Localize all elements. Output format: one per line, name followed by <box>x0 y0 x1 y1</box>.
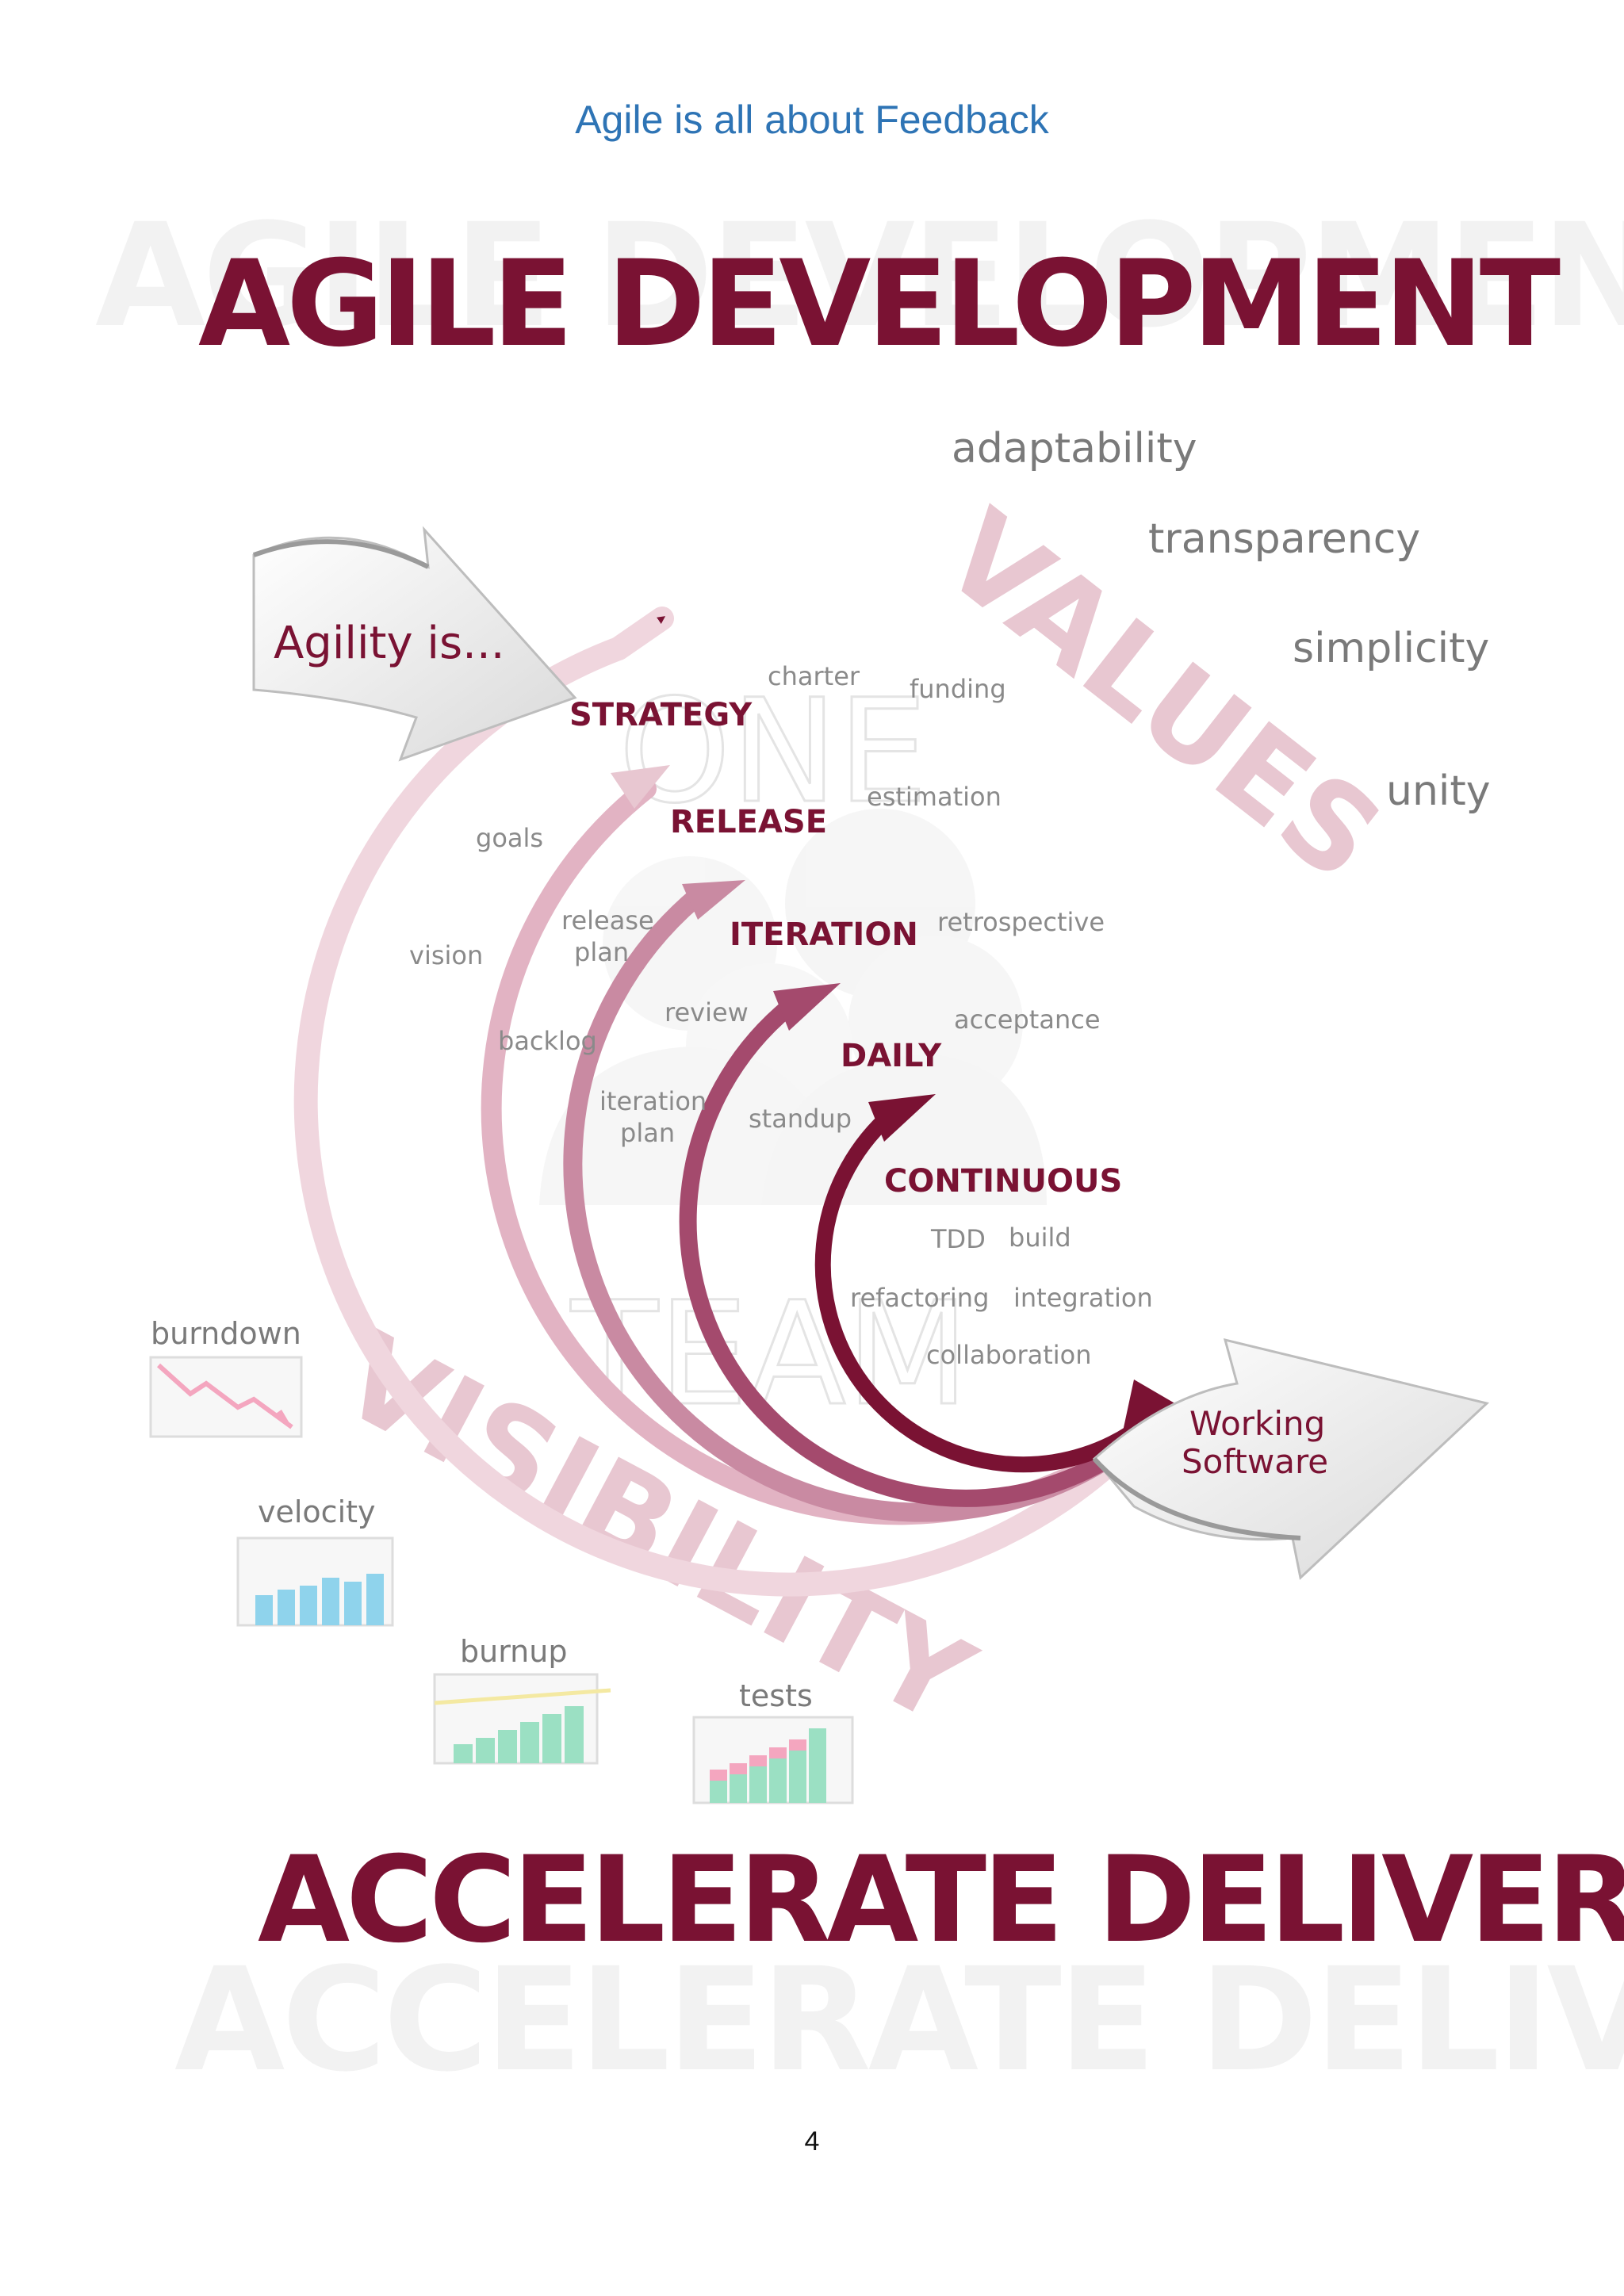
activity-release-plan-1: release <box>561 905 654 936</box>
metric-burnup: burnup <box>433 1634 611 1765</box>
title-ghost: AGILE DEVELOPMENT <box>95 193 1624 359</box>
activity-estimation: estimation <box>867 782 1002 812</box>
agility-arrow: Agility is... <box>252 526 577 762</box>
level-strategy: STRATEGY <box>569 697 753 733</box>
value-adaptability: adaptability <box>952 425 1197 473</box>
activity-iteration-plan-2: plan <box>620 1118 675 1148</box>
activity-integration: integration <box>1013 1283 1153 1313</box>
working-arrow-line-2: Software <box>1182 1442 1328 1481</box>
activity-collaboration: collaboration <box>926 1340 1092 1370</box>
footer-ghost: ACCELERATE DELIVERY <box>174 1938 1624 2103</box>
working-software-arrow: Working Software <box>1092 1337 1490 1580</box>
page-number: 4 <box>804 2126 820 2156</box>
working-arrow-line-1: Working <box>1189 1404 1325 1443</box>
activity-build: build <box>1009 1223 1071 1253</box>
metric-tests: tests <box>692 1678 854 1804</box>
metric-burnup-label: burnup <box>460 1634 567 1669</box>
burnup-bars <box>454 1706 584 1763</box>
arrowhead-strategy <box>611 765 670 809</box>
activity-goals: goals <box>476 823 543 853</box>
velocity-bars <box>255 1574 384 1625</box>
activity-funding: funding <box>910 674 1006 704</box>
activity-tdd: TDD <box>930 1224 986 1254</box>
value-transparency: transparency <box>1148 515 1420 563</box>
activity-review: review <box>665 997 749 1027</box>
arrowhead-iteration <box>773 983 841 1031</box>
activity-backlog: backlog <box>498 1026 597 1056</box>
page-heading: Agile is all about Feedback <box>575 98 1049 142</box>
activity-iteration-plan-1: iteration <box>599 1086 707 1116</box>
loop-strategy <box>293 637 1166 1597</box>
diagram-footer: ACCELERATE DELIVERY <box>258 1831 1624 1969</box>
level-iteration: ITERATION <box>730 916 918 953</box>
team-silhouette <box>539 809 1047 1205</box>
level-continuous: CONTINUOUS <box>884 1163 1122 1200</box>
arrowhead-exit <box>1122 1380 1182 1435</box>
tests-bars <box>710 1728 826 1803</box>
value-simplicity: simplicity <box>1293 625 1489 672</box>
activity-retrospective: retrospective <box>937 907 1105 937</box>
arrowhead-release <box>682 880 745 920</box>
feedback-loops <box>293 607 1166 1597</box>
loop-daily <box>679 998 1151 1507</box>
metric-burndown-label: burndown <box>151 1316 301 1351</box>
agility-arrow-label: Agility is... <box>274 618 505 669</box>
loop-arrowheads <box>611 765 1182 1435</box>
activity-standup: standup <box>749 1104 852 1134</box>
loop-strategy-arrow <box>607 607 674 660</box>
activity-refactoring: refactoring <box>850 1283 989 1313</box>
level-release: RELEASE <box>670 804 827 840</box>
metric-velocity-label: velocity <box>258 1494 376 1529</box>
activity-vision: vision <box>409 940 483 970</box>
burndown-line-icon <box>156 1363 293 1429</box>
activity-release-plan-2: plan <box>574 937 629 967</box>
level-daily: DAILY <box>841 1038 942 1074</box>
loop-continuous <box>814 1102 1158 1473</box>
activity-charter: charter <box>768 661 860 691</box>
metric-tests-label: tests <box>739 1678 813 1713</box>
value-unity: unity <box>1386 767 1491 815</box>
diagram-title: AGILE DEVELOPMENT <box>198 235 1561 373</box>
arrowhead-daily <box>868 1094 936 1142</box>
watermark-one: ONE <box>619 669 928 835</box>
metric-burndown: burndown <box>149 1316 303 1438</box>
metric-velocity: velocity <box>236 1494 394 1627</box>
activity-acceptance: acceptance <box>954 1004 1101 1035</box>
